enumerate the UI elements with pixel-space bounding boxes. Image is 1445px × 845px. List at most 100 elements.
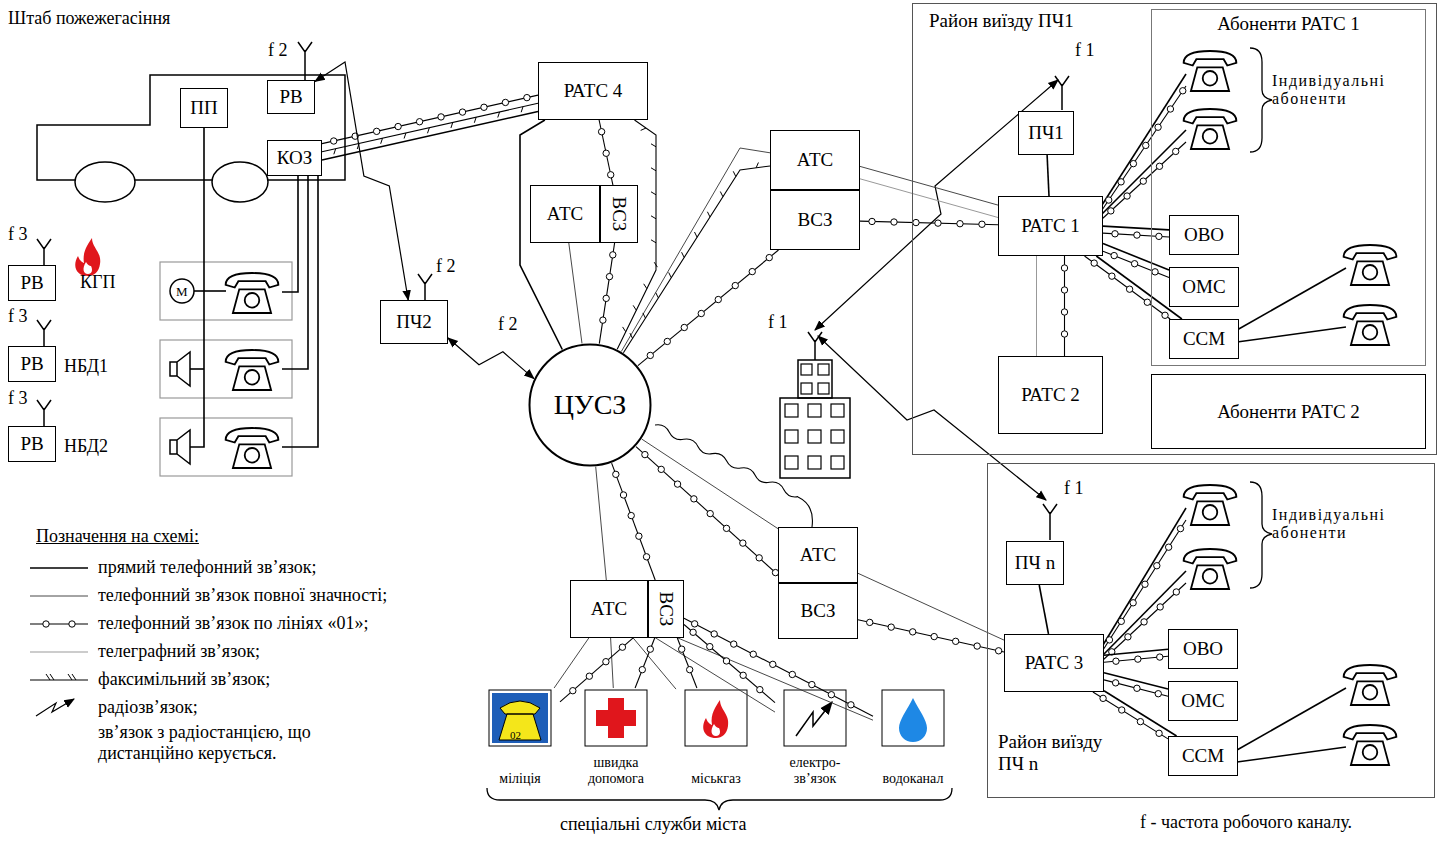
text-label: НБД2 xyxy=(64,436,108,457)
wire xyxy=(282,176,298,292)
drawing-part xyxy=(37,400,51,426)
fax-tick xyxy=(654,262,657,267)
text-label: f 2 xyxy=(268,40,288,61)
label-holder: f 2 xyxy=(498,314,518,335)
drawing-part xyxy=(1250,482,1272,588)
connector xyxy=(1036,256,1037,356)
text-label: f 1 xyxy=(1064,478,1084,499)
drawing-part xyxy=(796,702,832,736)
box-label: РВ xyxy=(20,272,43,294)
line-01-dot xyxy=(1109,273,1115,279)
fax-tick xyxy=(404,133,406,139)
drawing-part xyxy=(703,700,728,738)
line-01-dot xyxy=(1111,252,1117,258)
fax-tick xyxy=(651,216,656,219)
connector-line xyxy=(633,638,676,689)
legend-row: телефонний зв’язок по лініях «01»; xyxy=(98,613,368,634)
text-label: f 3 xyxy=(8,388,28,409)
box-label: ОВО xyxy=(1184,224,1224,246)
process-box: РАТС 2 xyxy=(998,356,1103,434)
drawing-part xyxy=(170,430,190,464)
line-01-dot xyxy=(707,643,713,649)
box-label: ОВО xyxy=(1183,638,1223,660)
line-01-dot xyxy=(913,219,919,225)
service-caption: водоканал xyxy=(873,771,953,786)
process-box: ССМ xyxy=(1169,319,1239,359)
text-label: Індивідуальні абоненти xyxy=(1272,72,1404,109)
fax-tick xyxy=(630,333,633,338)
connector-line xyxy=(1102,86,1186,210)
fax-tick xyxy=(641,128,646,130)
line-01-dot xyxy=(608,172,614,178)
label-holder: f 1 xyxy=(1075,40,1095,61)
connector xyxy=(1039,585,1048,634)
line-01-dot xyxy=(1154,563,1160,569)
text-label: f 2 xyxy=(498,314,518,335)
connector-line xyxy=(858,573,1004,640)
connector xyxy=(598,120,613,185)
line-01-dot xyxy=(1131,261,1137,267)
line-01-dot xyxy=(723,658,729,664)
connector-line xyxy=(282,176,318,447)
process-box: ВСЗ xyxy=(778,583,858,639)
text-label: f 3 xyxy=(8,306,28,327)
line-01-dot xyxy=(459,109,465,115)
label-holder: f 2 xyxy=(268,40,288,61)
line-01-dot xyxy=(1167,106,1173,112)
drawing-part xyxy=(418,274,432,300)
connector-line xyxy=(282,176,308,369)
line-01-dot xyxy=(1113,658,1119,664)
line-01-dot xyxy=(1143,142,1149,148)
connector xyxy=(860,179,998,218)
connector-line xyxy=(1103,508,1186,645)
drawing-part xyxy=(160,340,292,398)
process-box: ПЧ n xyxy=(1006,541,1064,585)
service-node: міськгаз xyxy=(676,688,756,786)
box-label: РАТС 2 xyxy=(1021,384,1080,406)
phone-symbol xyxy=(226,350,279,390)
line-01-dot xyxy=(1165,544,1171,550)
line-01-dot xyxy=(620,492,626,498)
box-label: РВ xyxy=(279,86,302,108)
drawing-part xyxy=(798,360,832,398)
phone-symbol xyxy=(1184,485,1237,525)
fax-tick xyxy=(694,232,697,237)
drawing-part xyxy=(160,262,292,320)
connector-line xyxy=(1102,142,1186,219)
connector-line xyxy=(448,338,534,379)
label-holder: Індивідуальні абоненти xyxy=(1272,506,1404,543)
drawing-part xyxy=(298,42,312,80)
phone-symbol xyxy=(1184,549,1237,589)
connector-line xyxy=(190,368,204,370)
fax-tick xyxy=(656,293,659,298)
connector-line xyxy=(190,128,204,447)
drawing-part xyxy=(36,699,74,716)
wire xyxy=(282,176,308,369)
line-01-dot xyxy=(1134,232,1140,238)
connector xyxy=(1093,692,1168,739)
connector xyxy=(636,447,787,583)
line-01-dot xyxy=(1061,287,1067,293)
box-label: РВ xyxy=(20,433,43,455)
line-01-dot xyxy=(707,510,713,516)
wire xyxy=(1237,688,1346,750)
connector-line xyxy=(1085,256,1171,319)
drawing-part xyxy=(170,352,190,386)
box-label: ВСЗ xyxy=(655,592,677,627)
legend-text: телефонний зв’язок повної значності; xyxy=(98,585,387,606)
region-box: Абоненти РАТС 1ОВООМСССМ xyxy=(1151,9,1426,366)
process-box: РВ xyxy=(8,426,56,462)
line-01-dot xyxy=(766,254,772,260)
line-01-dot xyxy=(681,324,687,330)
line-01-dot xyxy=(438,114,444,120)
process-box: ПЧ2 xyxy=(380,300,448,344)
legend-text: телефонний зв’язок по лініях «01»; xyxy=(98,613,368,634)
line-01-dot xyxy=(570,688,576,694)
connector-line xyxy=(1237,747,1346,762)
drawing-part xyxy=(160,262,292,476)
line-01-dot xyxy=(1156,233,1162,239)
box-label: ВСЗ xyxy=(608,197,630,232)
line-01-dot xyxy=(1112,680,1118,686)
fax-tick xyxy=(498,112,500,118)
line-01-dot xyxy=(1134,685,1140,691)
